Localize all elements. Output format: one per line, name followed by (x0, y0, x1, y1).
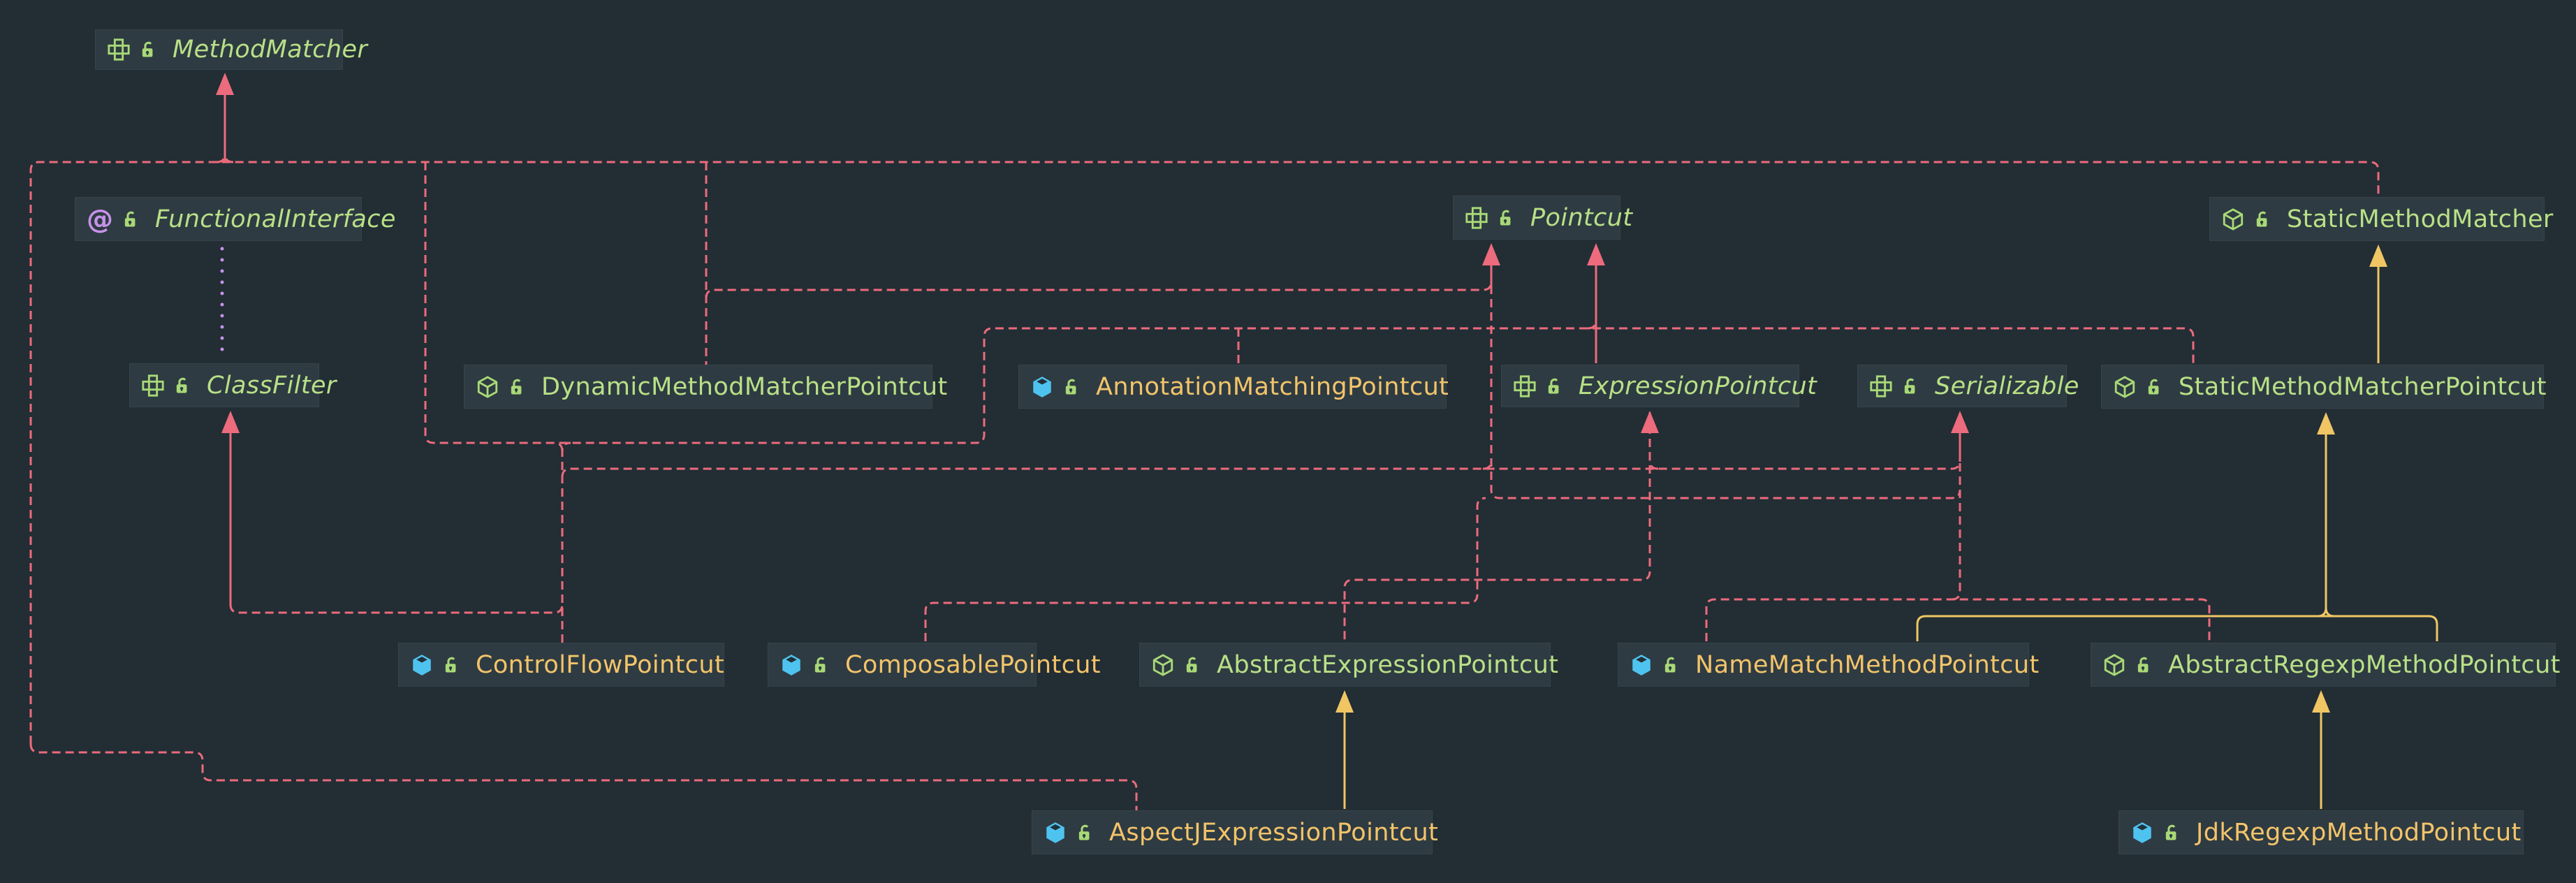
edge-abstractexpression (1343, 412, 1651, 641)
class-icon (1044, 821, 1067, 845)
abstract-class-icon (2102, 653, 2126, 677)
node-pointcut[interactable]: Pointcut (1453, 196, 1632, 240)
class-name-label: Serializable (1935, 372, 2079, 400)
arrowhead-classfilter (221, 411, 240, 433)
node-abstract-regexp-method-pointcut[interactable]: AbstractRegexpMethodPointcut (2091, 643, 2560, 687)
arrowhead-staticmethodmatcherpointcut (2317, 412, 2335, 435)
unlocked-padlock-icon (1546, 377, 1563, 396)
unlocked-padlock-icon (2163, 823, 2180, 842)
edge-bus-methodmatcher (29, 161, 2380, 744)
abstract-class-icon (476, 375, 499, 399)
node-expression-pointcut[interactable]: ExpressionPointcut (1501, 365, 1817, 407)
node-static-method-matcher-pointcut[interactable]: StaticMethodMatcherPointcut (2101, 365, 2547, 409)
class-name-label: ComposablePointcut (845, 650, 1101, 679)
edge-yellow-trunk (2317, 418, 2335, 618)
arrowhead-abstractregexpmethodpointcut (2312, 690, 2330, 713)
annotation-icon: @ (87, 203, 113, 235)
interface-icon (1465, 206, 1488, 230)
abstract-class-icon (1151, 653, 1175, 677)
class-name-label: Pointcut (1530, 203, 1633, 232)
class-name-label: AspectJExpressionPointcut (1109, 818, 1439, 847)
class-name-label: FunctionalInterface (155, 205, 396, 233)
class-name-label: ClassFilter (207, 371, 337, 400)
unlocked-padlock-icon (1662, 655, 1679, 675)
unlocked-padlock-icon (812, 655, 829, 675)
interface-icon (1513, 374, 1537, 398)
abstract-class-icon (2113, 375, 2137, 399)
unlocked-padlock-icon (1902, 377, 1919, 396)
class-name-label: AbstractRegexpMethodPointcut (2168, 650, 2561, 679)
edge-serializable-bottom-bus (1705, 590, 2211, 641)
class-icon (2130, 821, 2154, 845)
class-name-label: StaticMethodMatcher (2287, 205, 2554, 233)
class-name-label: NameMatchMethodPointcut (1695, 650, 2040, 679)
interface-icon (107, 38, 131, 61)
arrowhead-expressionpointcut (1641, 411, 1659, 433)
abstract-class-icon (2221, 207, 2245, 231)
unlocked-padlock-icon (443, 655, 460, 675)
arrowhead-methodmatcher (216, 73, 234, 95)
unlocked-padlock-icon (508, 377, 525, 397)
unlocked-padlock-icon (174, 376, 191, 395)
unlocked-padlock-icon (122, 210, 139, 229)
arrowhead-pointcut-left (1482, 243, 1500, 265)
node-control-flow-pointcut[interactable]: ControlFlowPointcut (398, 643, 724, 687)
node-functional-interface[interactable]: @ FunctionalInterface (75, 197, 395, 241)
edge-aspectj-loop (29, 743, 1138, 810)
class-name-label: StaticMethodMatcherPointcut (2179, 372, 2547, 401)
class-name-label: ExpressionPointcut (1579, 372, 1817, 400)
unlocked-padlock-icon (1063, 377, 1080, 397)
unlocked-padlock-icon (2146, 377, 2162, 397)
unlocked-padlock-icon (1498, 208, 1514, 228)
class-name-label: DynamicMethodMatcherPointcut (541, 372, 948, 401)
edge-v-controlflow (553, 441, 571, 643)
node-annotation-matching-pointcut[interactable]: AnnotationMatchingPointcut (1018, 365, 1449, 409)
node-method-matcher[interactable]: MethodMatcher (95, 29, 367, 70)
node-jdk-regexp-method-pointcut[interactable]: JdkRegexpMethodPointcut (2118, 810, 2524, 854)
edge-composable (924, 497, 1486, 641)
edge-yellow-bus (1916, 615, 2438, 641)
class-name-label: AnnotationMatchingPointcut (1096, 372, 1449, 401)
node-abstract-expression-pointcut[interactable]: AbstractExpressionPointcut (1139, 643, 1558, 687)
edge-h470-merge (1587, 319, 1597, 330)
class-name-label: MethodMatcher (173, 36, 368, 64)
class-name-label: AbstractExpressionPointcut (1217, 650, 1559, 679)
edge-v-controlflow-left (424, 162, 2195, 444)
unlocked-padlock-icon (140, 40, 156, 59)
arrowhead-staticmethodmatcher (2369, 245, 2387, 267)
arrowhead-serializable (1951, 411, 1969, 433)
unlocked-padlock-icon (1184, 655, 1201, 675)
class-icon (410, 653, 434, 677)
arrowhead-pointcut-right (1587, 243, 1605, 265)
unlocked-padlock-icon (2135, 655, 2152, 675)
node-serializable[interactable]: Serializable (1857, 365, 2079, 407)
node-aspectj-expression-pointcut[interactable]: AspectJExpressionPointcut (1032, 810, 1438, 854)
class-name-label: ControlFlowPointcut (476, 650, 725, 679)
edge-bus-methodmatcher-funnel (216, 153, 234, 163)
node-class-filter[interactable]: ClassFilter (129, 363, 336, 407)
class-name-label: JdkRegexpMethodPointcut (2196, 818, 2522, 847)
node-name-match-method-pointcut[interactable]: NameMatchMethodPointcut (1618, 643, 2039, 687)
unlocked-padlock-icon (2254, 210, 2271, 229)
edge-classfilter-bus (229, 604, 564, 614)
unlocked-padlock-icon (1076, 823, 1093, 842)
edge-h-mid-bus (561, 460, 1961, 478)
interface-icon (1869, 374, 1893, 398)
arrowhead-abstractexpressionpointcut (1335, 690, 1354, 713)
node-dynamic-method-matcher-pointcut[interactable]: DynamicMethodMatcherPointcut (464, 365, 947, 409)
class-icon (780, 653, 803, 677)
node-composable-pointcut[interactable]: ComposablePointcut (768, 643, 1101, 687)
class-icon (1030, 375, 1054, 399)
class-icon (1630, 653, 1653, 677)
interface-icon (141, 374, 165, 397)
node-static-method-matcher[interactable]: StaticMethodMatcher (2209, 197, 2553, 241)
